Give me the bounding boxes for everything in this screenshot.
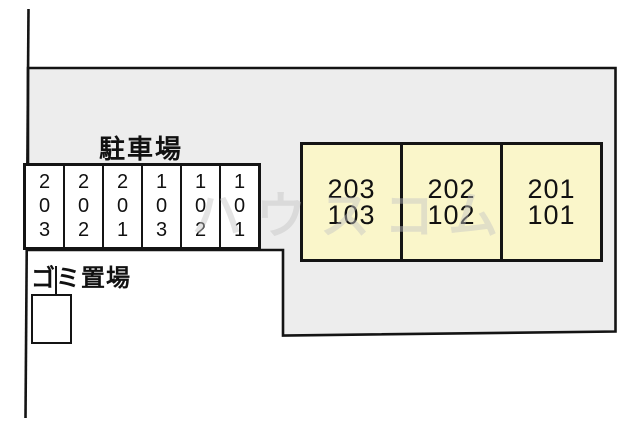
parking-stall-row: 203 202 201 103 102 101 — [23, 163, 261, 250]
parking-stall-203: 203 — [26, 166, 65, 247]
parking-stall-202: 202 — [65, 166, 104, 247]
parking-stall-103: 103 — [143, 166, 182, 247]
garbage-area-label: ゴミ置場 — [31, 265, 131, 292]
parking-stall-101: 101 — [221, 166, 258, 247]
stall-number: 103 — [150, 171, 173, 243]
stall-number: 101 — [228, 171, 251, 243]
apartment-building: 203 103 202 102 201 101 — [300, 142, 603, 262]
parking-stall-102: 102 — [182, 166, 221, 247]
stall-number: 201 — [111, 171, 134, 243]
garbage-leader-line — [55, 266, 57, 311]
building-unit-203-103: 203 103 — [303, 145, 403, 259]
parking-lot-label: 駐車場 — [99, 134, 184, 164]
unit-number-upper: 201 — [527, 174, 576, 204]
stall-number: 203 — [33, 171, 56, 243]
garbage-box — [31, 294, 72, 344]
unit-number-upper: 203 — [327, 174, 376, 204]
stall-number: 102 — [189, 171, 212, 243]
unit-number-lower: 103 — [327, 200, 376, 230]
building-unit-202-102: 202 102 — [403, 145, 503, 259]
parking-stall-201: 201 — [104, 166, 143, 247]
building-unit-201-101: 201 101 — [503, 145, 600, 259]
unit-number-upper: 202 — [427, 174, 476, 204]
stall-number: 202 — [72, 171, 95, 243]
unit-number-lower: 101 — [527, 200, 576, 230]
unit-number-lower: 102 — [427, 200, 476, 230]
